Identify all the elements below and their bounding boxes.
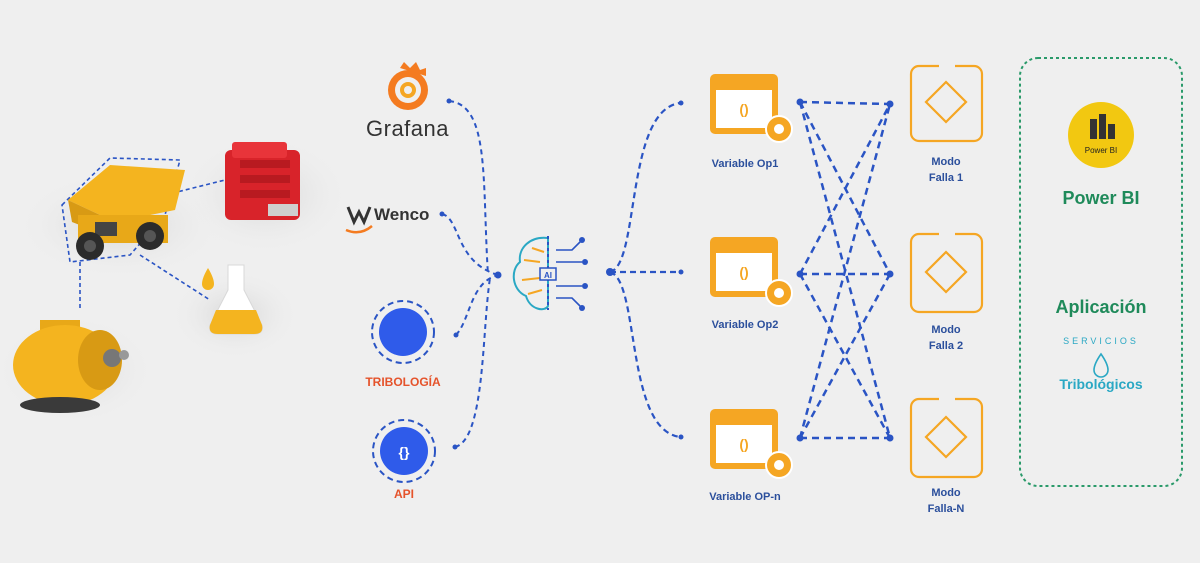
gearbox-image bbox=[13, 320, 129, 413]
mesh-connectors bbox=[798, 100, 892, 440]
failure-mode-2-line1: Modo bbox=[931, 324, 961, 336]
api-braces-icon: {} bbox=[399, 444, 410, 460]
variable-op2-icon bbox=[710, 237, 793, 307]
variable-opn-icon bbox=[710, 409, 793, 479]
failure-mode-1-line2: Falla 1 bbox=[928, 172, 964, 184]
ai-chip-label: AI bbox=[544, 271, 552, 280]
output-panel bbox=[1019, 57, 1183, 487]
failure-mode-n-label: Modo Falla-N bbox=[916, 485, 976, 517]
variable-op2-glyph: () bbox=[739, 264, 748, 280]
failure-mode-1-line1: Modo bbox=[931, 156, 961, 168]
variable-connectors bbox=[609, 101, 681, 439]
failure-mode-n-icon bbox=[909, 397, 984, 479]
haul-truck-image bbox=[68, 165, 185, 260]
grafana-label: Grafana bbox=[366, 116, 449, 141]
api-node bbox=[372, 419, 436, 483]
failure-mode-2-icon bbox=[909, 232, 984, 314]
variable-opn-glyph: () bbox=[739, 436, 748, 452]
wenco-label: Wenco bbox=[374, 205, 430, 224]
tribologia-node bbox=[371, 300, 435, 364]
powerbi-logo bbox=[1068, 102, 1134, 168]
oil-sample-flask-image bbox=[202, 264, 263, 335]
variable-opn-label: Variable OP-n bbox=[709, 491, 781, 503]
api-label: API bbox=[393, 487, 414, 501]
failure-mode-1-label: Modo Falla 1 bbox=[916, 154, 976, 186]
variable-op1-label: Variable Op1 bbox=[711, 158, 779, 170]
tribologicos-label: Tribológicos bbox=[1059, 376, 1143, 392]
variable-op1-icon bbox=[710, 74, 793, 143]
servicios-label: SERVICIOS bbox=[1063, 336, 1139, 346]
equipment-illustration bbox=[0, 135, 350, 425]
app-title: Aplicación bbox=[1055, 297, 1147, 317]
engine-image bbox=[225, 142, 300, 220]
grafana-logo bbox=[388, 62, 428, 110]
ai-brain-icon bbox=[512, 236, 588, 311]
powerbi-title: Power BI bbox=[1062, 188, 1140, 208]
tribologia-label: TRIBOLOGÍA bbox=[365, 375, 441, 389]
variable-op2-label: Variable Op2 bbox=[711, 319, 779, 331]
servicios-tribologicos-logo bbox=[1093, 352, 1109, 378]
failure-mode-n-line1: Modo bbox=[931, 487, 961, 499]
powerbi-badge-label: Power BI bbox=[1084, 146, 1118, 155]
failure-mode-2-label: Modo Falla 2 bbox=[916, 322, 976, 354]
failure-mode-n-line2: Falla-N bbox=[927, 503, 965, 515]
failure-mode-2-line2: Falla 2 bbox=[928, 340, 964, 352]
wenco-logo bbox=[345, 206, 373, 234]
variable-op1-glyph: () bbox=[739, 101, 748, 117]
source-connectors bbox=[441, 100, 496, 448]
failure-mode-1-icon bbox=[909, 64, 984, 143]
